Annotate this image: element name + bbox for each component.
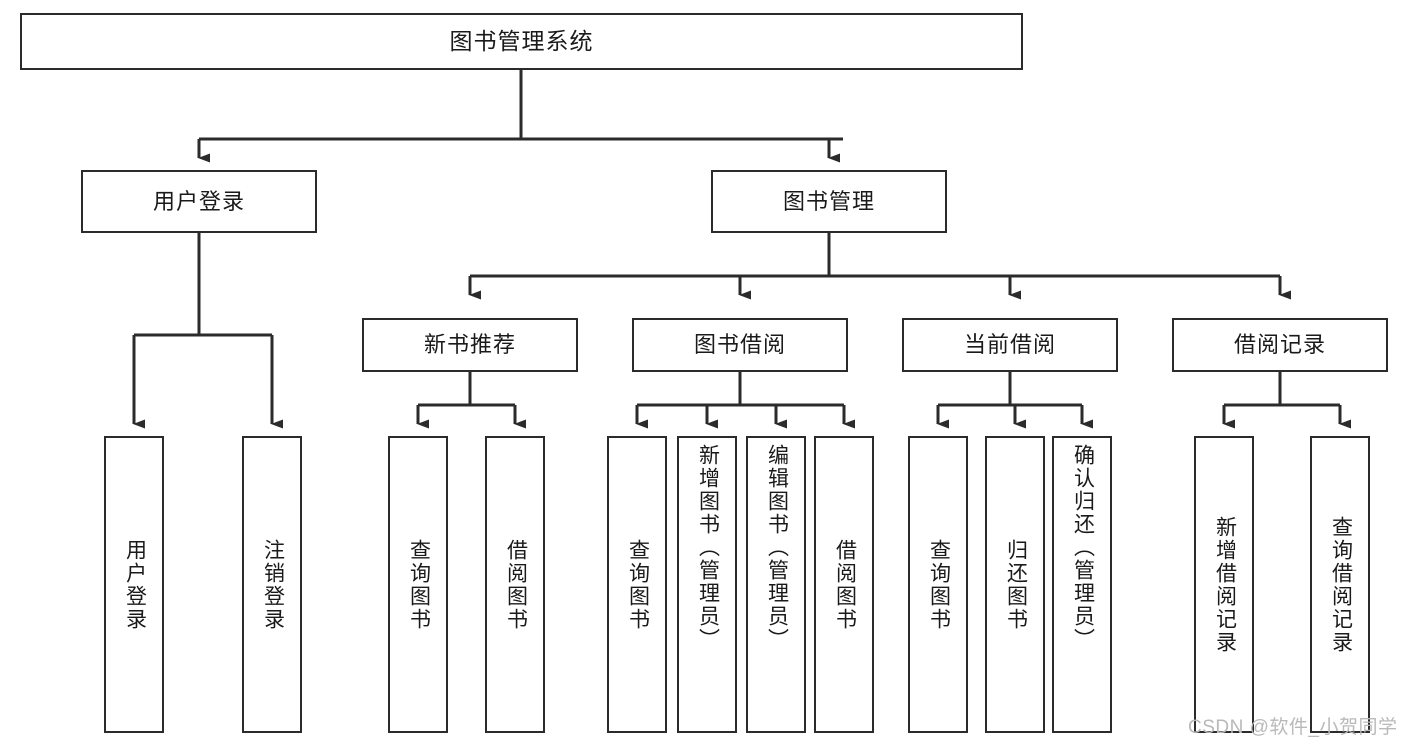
leaf-current-confirm-return[interactable]: 确认归还（管理员） xyxy=(1052,436,1112,733)
leaf-user-login[interactable]: 用户登录 xyxy=(104,436,164,733)
leaf-borrow-edit-book[interactable]: 编辑图书（管理员） xyxy=(746,436,806,733)
leaf-recommend-query-book[interactable]: 查询图书 xyxy=(388,436,448,733)
leaf-borrow-do-borrow[interactable]: 借阅图书 xyxy=(814,436,874,733)
node-label: 新增借阅记录 xyxy=(1213,515,1237,654)
node-label: 图书管理 xyxy=(782,188,875,214)
node-label: 当前借阅 xyxy=(963,332,1056,358)
node-label: 确认归还（管理员） xyxy=(1071,444,1095,651)
node-label: 新书推荐 xyxy=(423,332,516,358)
node-label: 查询借阅记录 xyxy=(1329,515,1353,654)
node-user-login[interactable]: 用户登录 xyxy=(81,170,317,233)
leaf-current-return-book[interactable]: 归还图书 xyxy=(985,436,1045,733)
leaf-borrow-add-book[interactable]: 新增图书（管理员） xyxy=(677,436,737,733)
leaf-record-search[interactable]: 查询借阅记录 xyxy=(1310,436,1370,733)
node-label: 查询图书 xyxy=(927,538,951,631)
node-book-manage[interactable]: 图书管理 xyxy=(711,170,947,233)
node-label: 借阅图书 xyxy=(833,538,857,631)
node-book-borrow[interactable]: 图书借阅 xyxy=(632,318,848,372)
node-label: 查询图书 xyxy=(626,538,650,631)
leaf-user-logout[interactable]: 注销登录 xyxy=(242,436,302,733)
leaf-borrow-query-book[interactable]: 查询图书 xyxy=(607,436,667,733)
node-current-borrow[interactable]: 当前借阅 xyxy=(902,318,1118,372)
node-label: 图书管理系统 xyxy=(449,28,594,55)
leaf-record-add[interactable]: 新增借阅记录 xyxy=(1194,436,1254,733)
node-label: 归还图书 xyxy=(1004,538,1028,631)
node-label: 借阅图书 xyxy=(504,538,528,631)
node-label: 编辑图书（管理员） xyxy=(765,444,789,651)
node-root-system[interactable]: 图书管理系统 xyxy=(20,13,1023,70)
node-label: 注销登录 xyxy=(261,538,285,631)
node-label: 新增图书（管理员） xyxy=(696,444,720,651)
leaf-recommend-borrow-book[interactable]: 借阅图书 xyxy=(485,436,545,733)
node-label: 用户登录 xyxy=(123,538,147,631)
node-label: 借阅记录 xyxy=(1233,332,1326,358)
node-new-book-recommend[interactable]: 新书推荐 xyxy=(362,318,578,372)
node-label: 图书借阅 xyxy=(693,332,786,358)
leaf-current-query-book[interactable]: 查询图书 xyxy=(908,436,968,733)
node-label: 用户登录 xyxy=(152,188,245,214)
node-label: 查询图书 xyxy=(407,538,431,631)
node-borrow-record[interactable]: 借阅记录 xyxy=(1172,318,1388,372)
